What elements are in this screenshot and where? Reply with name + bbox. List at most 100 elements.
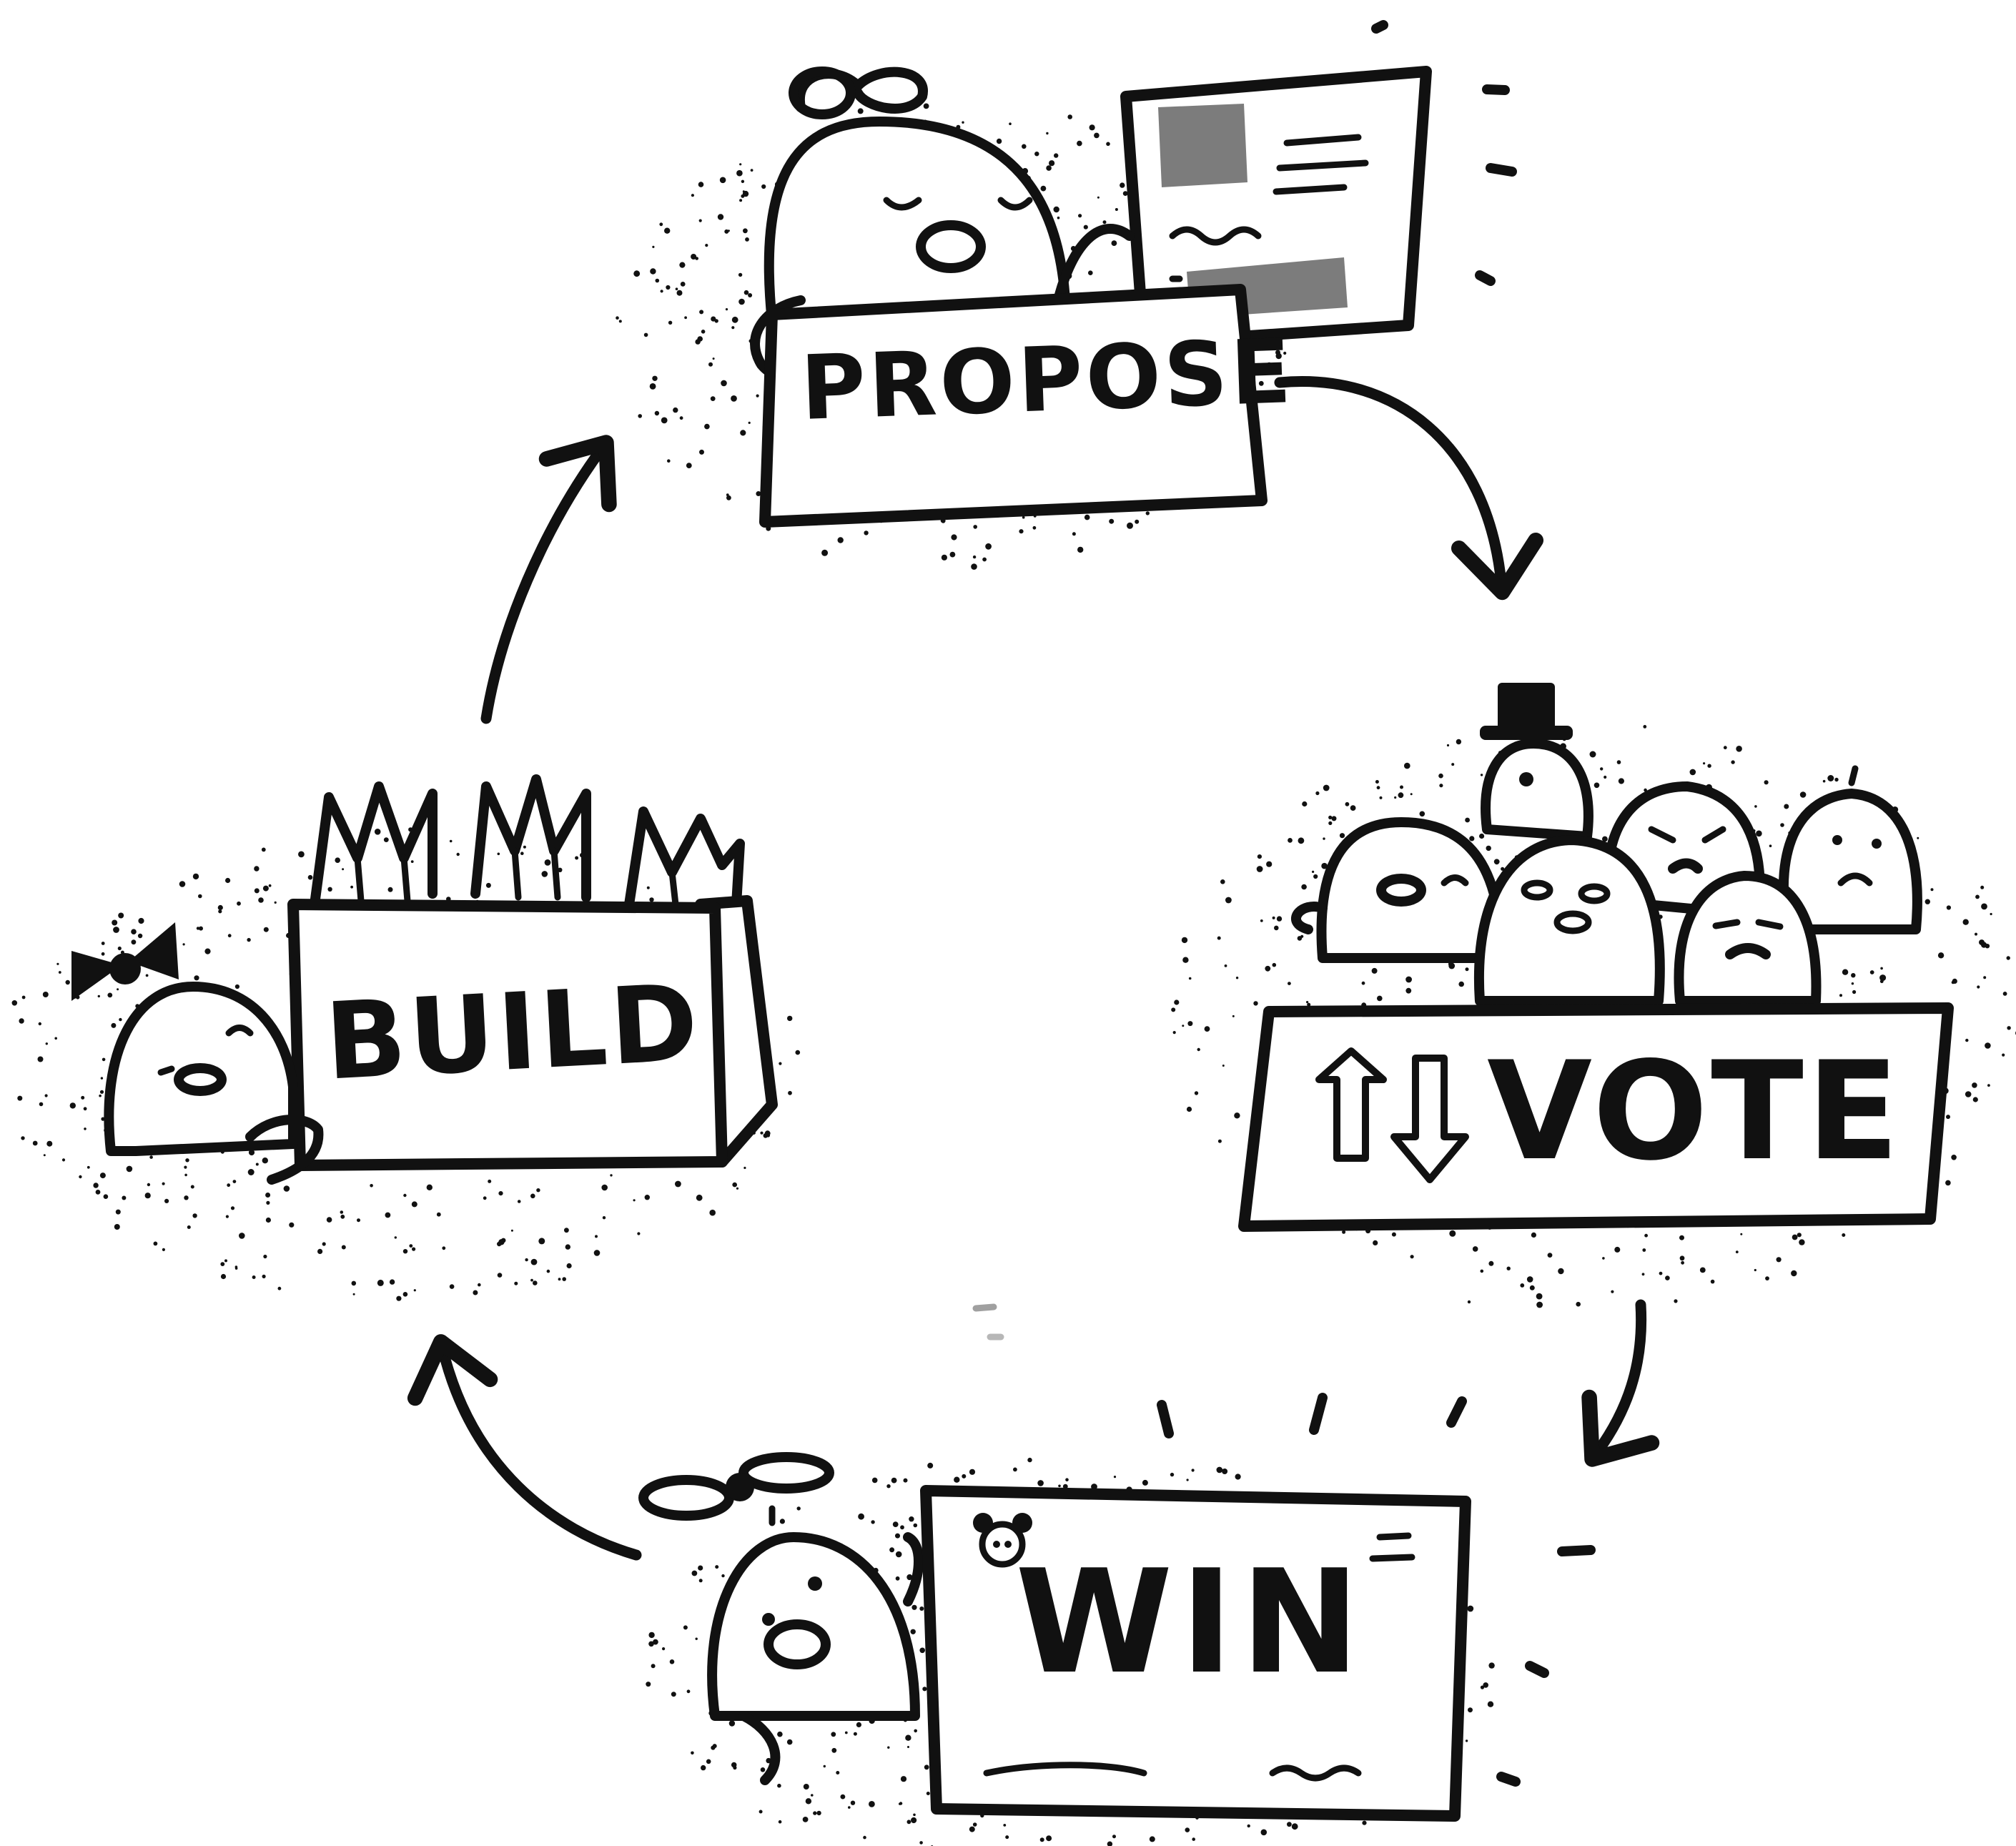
- speckle-dot: [1965, 1038, 1969, 1042]
- speckle-dot: [1981, 903, 1987, 910]
- speckle-dot: [126, 1165, 133, 1173]
- speckle-dot: [1983, 976, 1987, 979]
- speckle-dot: [1224, 964, 1227, 967]
- speckle-dot: [1127, 522, 1133, 529]
- speckle-dot: [514, 1281, 518, 1285]
- speckle-dot: [1398, 792, 1404, 799]
- speckle-dot: [403, 1193, 407, 1198]
- build-step: [71, 774, 778, 1185]
- speckle-dot: [856, 1722, 861, 1727]
- speckle-dot: [695, 339, 701, 345]
- speckle-dot: [779, 1519, 785, 1524]
- speckle-dot: [1232, 1015, 1235, 1017]
- speckle-dot: [1438, 773, 1443, 779]
- speckle-dot: [1769, 844, 1772, 847]
- speckle-dot: [266, 1200, 270, 1205]
- speckle-dot: [1980, 885, 1985, 889]
- speckle-dot: [738, 298, 745, 305]
- speckle-dot: [1506, 1266, 1511, 1270]
- speckle-dot: [199, 926, 203, 931]
- speckle-dot: [686, 463, 692, 468]
- speckle-dot: [1046, 132, 1049, 135]
- speckle-dot: [655, 278, 660, 283]
- speckle-dot: [659, 222, 663, 227]
- speckle-dot: [1962, 919, 1969, 925]
- speckle-dot: [1951, 1155, 1957, 1160]
- speckle-dot: [1339, 833, 1345, 839]
- speckle-dot: [533, 1280, 538, 1285]
- speckle-dot: [19, 1018, 24, 1024]
- speckle-dot: [1054, 153, 1059, 158]
- speckle-dot: [618, 320, 622, 323]
- speckle-dot: [192, 873, 199, 880]
- speckle-dot: [858, 1513, 864, 1520]
- speckle-dot: [541, 871, 548, 877]
- speckle-dot: [1377, 995, 1383, 1002]
- speckle-dot: [985, 543, 992, 550]
- speckle-dot: [1283, 351, 1287, 355]
- speckle-dot: [971, 563, 977, 570]
- speckle-dot: [232, 1180, 237, 1183]
- speckle-dot: [38, 1022, 41, 1026]
- speckle-dot: [1379, 796, 1383, 799]
- speckle-dot: [1065, 1478, 1069, 1481]
- speckle-dot: [43, 1154, 46, 1157]
- speckle-dot: [743, 290, 749, 295]
- speckle-dot: [46, 1140, 53, 1147]
- speckle-dot: [837, 537, 844, 543]
- speckle-dot: [648, 1641, 654, 1647]
- speckle-dot: [93, 1183, 99, 1188]
- speckle-dot: [558, 1278, 561, 1281]
- speckle-dot: [317, 1248, 323, 1254]
- speckle-dot: [227, 934, 232, 938]
- speckle-dot: [1439, 784, 1443, 788]
- speckle-dot: [497, 1273, 503, 1278]
- cycle-arrows: [407, 376, 1660, 1561]
- speckle-dot: [1391, 1232, 1396, 1237]
- speckle-dot: [831, 1732, 836, 1737]
- propose-step: [750, 20, 1517, 528]
- speckle-dot: [919, 1841, 923, 1845]
- speckle-dot: [1342, 1230, 1346, 1234]
- speckle-dot: [377, 1279, 384, 1286]
- speckle-dot: [32, 1140, 38, 1146]
- speckle-dot: [497, 1241, 502, 1247]
- speckle-dot: [725, 308, 728, 311]
- speckle-dot: [374, 829, 381, 835]
- speckle-dot: [895, 1576, 900, 1581]
- speckle-dot: [184, 1195, 189, 1200]
- speckle-dot: [350, 885, 353, 889]
- speckle-dot: [712, 1744, 717, 1749]
- speckle-dot: [660, 290, 663, 293]
- build-label: BUILD: [322, 961, 704, 1104]
- speckle-dot: [2006, 956, 2010, 960]
- speckle-dot: [107, 992, 113, 998]
- speckle-dot: [895, 1533, 900, 1539]
- speckle-dot: [307, 874, 313, 880]
- speckle-dot: [736, 169, 743, 177]
- speckle-dot: [760, 1131, 764, 1135]
- speckle-dot: [566, 1263, 572, 1269]
- speckle-dot: [652, 375, 658, 381]
- speckle-dot: [1217, 1139, 1222, 1143]
- speckle-dot: [821, 549, 829, 556]
- speckle-dot: [972, 555, 977, 559]
- speckle-dot: [1258, 380, 1264, 386]
- speckle-dot: [1331, 816, 1337, 821]
- speckle-dot: [601, 1184, 608, 1191]
- arrow-win-to-build: [407, 1334, 642, 1561]
- speckle-dot: [1780, 823, 1784, 827]
- speckle-dot: [1972, 1082, 1977, 1088]
- speckle-dot: [117, 946, 122, 951]
- speckle-dot: [1839, 994, 1842, 997]
- speckle-dot: [1362, 1820, 1367, 1825]
- speckle-dot: [220, 1273, 227, 1280]
- speckle-dot: [1480, 774, 1483, 776]
- speckle-dot: [262, 1274, 266, 1278]
- speckle-dot: [652, 245, 655, 248]
- speckle-dot: [402, 1249, 408, 1254]
- speckle-dot: [2002, 1053, 2005, 1057]
- build-character: [71, 922, 324, 1185]
- speckle-dot: [1306, 1001, 1309, 1004]
- speckle-dot: [1170, 1472, 1175, 1477]
